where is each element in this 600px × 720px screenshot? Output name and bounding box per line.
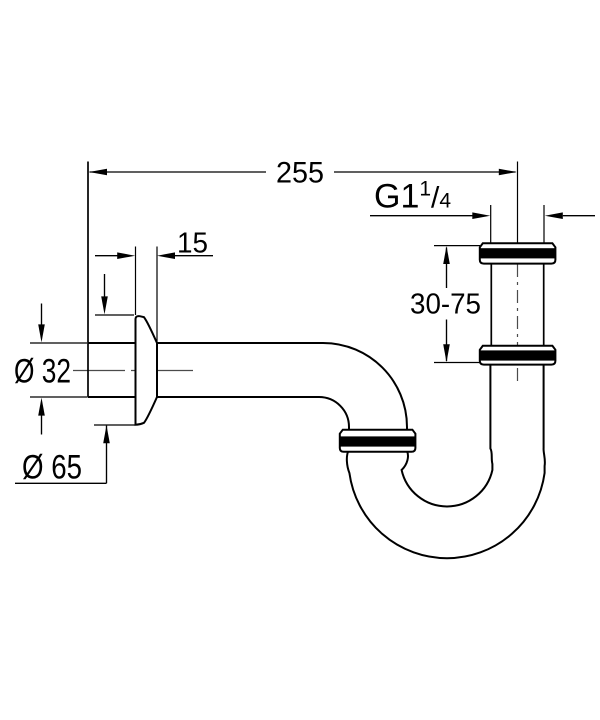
elbow-nut-band xyxy=(339,436,416,447)
dimension-pipe-diameter: Ø 32 xyxy=(14,303,87,435)
dimension-15-arrow-left xyxy=(117,252,136,259)
dimension-3075-arrow-down xyxy=(443,344,450,363)
dimension-flange-diameter: Ø 65 xyxy=(15,274,135,487)
outlet-upper-nut xyxy=(478,242,557,265)
dimension-thread-arrow-right xyxy=(544,212,563,219)
dimension-255-arrow-right xyxy=(498,168,517,176)
thread-label-denominator: 4 xyxy=(439,190,451,213)
dimension-d32-extensions xyxy=(30,342,87,398)
dimension-15-label: 15 xyxy=(177,228,208,260)
dimension-d65-arrow-down xyxy=(101,296,108,315)
dimension-adjustment-range: 30-75 xyxy=(410,245,481,364)
dimension-3075-arrow-up xyxy=(443,246,450,264)
thread-label-slash: / xyxy=(431,182,440,215)
dimension-255-arrow-left xyxy=(89,168,107,176)
inlet-pipe-inner-edge xyxy=(88,396,350,431)
dimension-thread: G11/4 xyxy=(370,178,595,219)
outlet-lower-nut-band xyxy=(479,350,556,361)
outlet-lower-nut xyxy=(478,344,557,366)
dimension-255-label: 255 xyxy=(276,157,324,190)
dimension-15-arrow-right xyxy=(157,252,175,259)
outlet-thread-pipe xyxy=(490,263,545,346)
outlet-thread-stubs xyxy=(490,205,545,243)
elbow-nut xyxy=(338,428,417,453)
dimension-flange-depth: 15 xyxy=(95,228,213,342)
dimension-d32-arrow-down xyxy=(38,324,45,343)
dimension-total-depth: 255 xyxy=(89,157,519,244)
dimension-d65-arrow-up xyxy=(103,425,110,444)
inlet-pipe-outer-edge xyxy=(88,342,408,431)
dimension-d65-extensions xyxy=(94,314,135,426)
thread-size-label: G11/4 xyxy=(374,178,451,216)
dimension-thread-arrow-left xyxy=(472,212,491,219)
outlet-upper-nut-band xyxy=(479,248,556,259)
u-bend-inner-wall xyxy=(400,364,494,508)
dimension-d32-label: Ø 32 xyxy=(14,353,71,391)
dimension-3075-label: 30-75 xyxy=(410,289,481,321)
pipe-body xyxy=(87,161,546,560)
dimension-d32-arrow-up xyxy=(38,397,45,416)
thread-label-numerator: 1 xyxy=(419,178,431,201)
wall-flange xyxy=(134,315,158,426)
thread-label-base: G1 xyxy=(374,178,419,216)
dimension-d65-label: Ø 65 xyxy=(22,449,82,487)
dimension-15-extensions xyxy=(134,246,158,342)
dimension-3075-extensions xyxy=(434,245,480,364)
u-bend-outer-wall xyxy=(345,363,546,560)
